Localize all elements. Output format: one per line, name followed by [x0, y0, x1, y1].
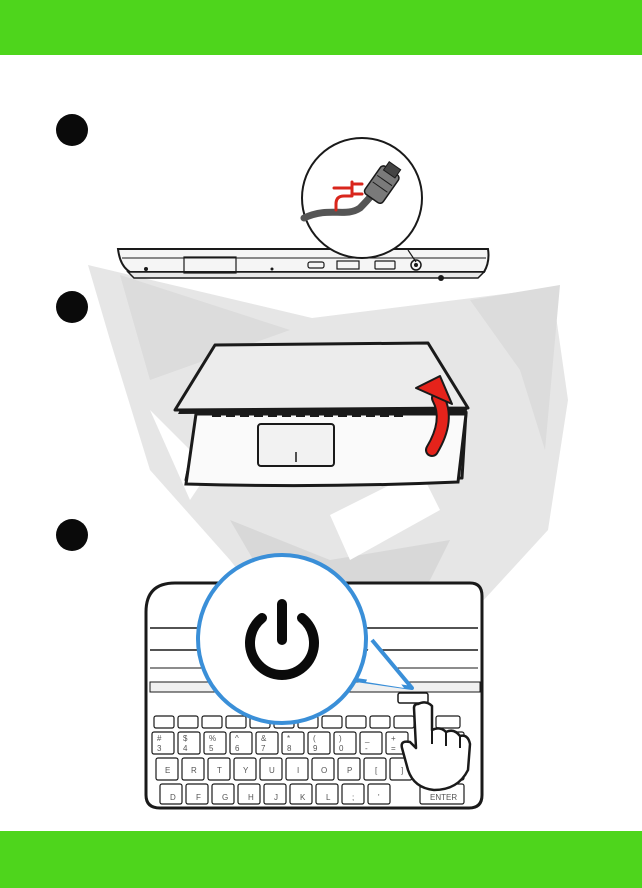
key-label: F — [196, 793, 201, 802]
key-shift-label: $ — [183, 734, 188, 743]
bottom-green-band — [0, 831, 642, 888]
key-label: I — [297, 766, 299, 775]
key-shift-label: # — [157, 734, 162, 743]
enter-key-label: ENTER — [430, 793, 457, 802]
key-label: Y — [243, 766, 249, 775]
laptop-side-view — [118, 249, 489, 281]
open-lid-icon — [175, 343, 468, 486]
key-shift-label: & — [261, 734, 267, 743]
key-label: H — [248, 793, 254, 802]
key-label: 8 — [287, 744, 292, 753]
key-label: 9 — [313, 744, 318, 753]
key-shift-label: + — [391, 734, 396, 743]
key-label: O — [321, 766, 327, 775]
key-label: - — [365, 744, 368, 753]
key-label: L — [326, 793, 331, 802]
key-label: 7 — [261, 744, 266, 753]
key-label: G — [222, 793, 228, 802]
power-plug-icon — [302, 138, 422, 262]
key-label: R — [191, 766, 197, 775]
key-label: 5 — [209, 744, 214, 753]
key-label: ] — [401, 766, 403, 775]
key-label: ; — [352, 793, 354, 802]
key-label: 4 — [183, 744, 188, 753]
key-label: J — [274, 793, 278, 802]
key-shift-label: ^ — [235, 734, 239, 743]
key-label: 3 — [157, 744, 162, 753]
key-shift-label: ( — [313, 734, 316, 743]
key-shift-label: _ — [364, 734, 370, 743]
key-shift-label: * — [287, 734, 290, 743]
key-label: = — [391, 744, 396, 753]
key-label: E — [165, 766, 170, 775]
key-label: D — [170, 793, 176, 802]
key-label: P — [347, 766, 352, 775]
key-label: 0 — [339, 744, 344, 753]
key-shift-label: ) — [339, 734, 342, 743]
key-label: 6 — [235, 744, 240, 753]
key-shift-label: % — [209, 734, 216, 743]
key-label: T — [217, 766, 222, 775]
key-label: U — [269, 766, 275, 775]
key-label: K — [300, 793, 306, 802]
